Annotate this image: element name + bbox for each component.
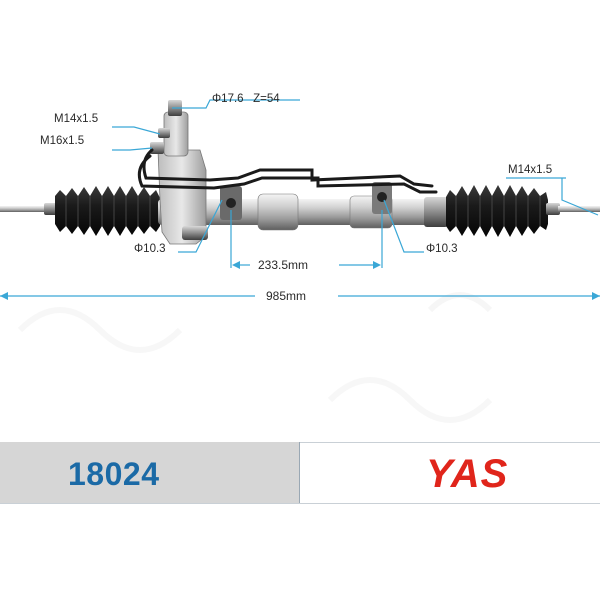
- label-mount-hole-left: Φ10.3: [134, 243, 166, 255]
- part-number-box: 18024: [0, 442, 299, 504]
- label-pinion-spec: Φ17.6 Z=54: [212, 93, 280, 105]
- left-tie-rod: [0, 203, 58, 215]
- right-mount-bracket: [372, 182, 392, 214]
- valve-housing: [150, 100, 208, 245]
- hydraulic-lines: [137, 148, 438, 194]
- right-tie-rod: [546, 203, 600, 215]
- label-mount-hole-right: Φ10.3: [426, 243, 458, 255]
- label-tie-rod-thread: M14x1.5: [508, 164, 553, 176]
- part-number: 18024: [68, 456, 160, 492]
- band-divider: [299, 442, 300, 504]
- brand-logo: YAS: [426, 452, 509, 496]
- band-top-border: [0, 442, 600, 443]
- label-mount-spacing: 233.5mm: [258, 258, 309, 272]
- product-info-band: 18024 YAS: [0, 442, 600, 504]
- label-overall-length: 985mm: [266, 289, 307, 303]
- right-boot: [446, 185, 548, 237]
- watermark: [17, 292, 493, 423]
- label-inlet-fitting-lower: M16x1.5: [40, 135, 85, 147]
- dimension-lines: [0, 99, 600, 297]
- left-mount-bracket: [220, 186, 242, 220]
- band-bottom-border: [0, 503, 600, 504]
- label-inlet-fitting-upper: M14x1.5: [54, 113, 99, 125]
- left-boot: [55, 186, 160, 236]
- dimension-arrows: [0, 261, 600, 300]
